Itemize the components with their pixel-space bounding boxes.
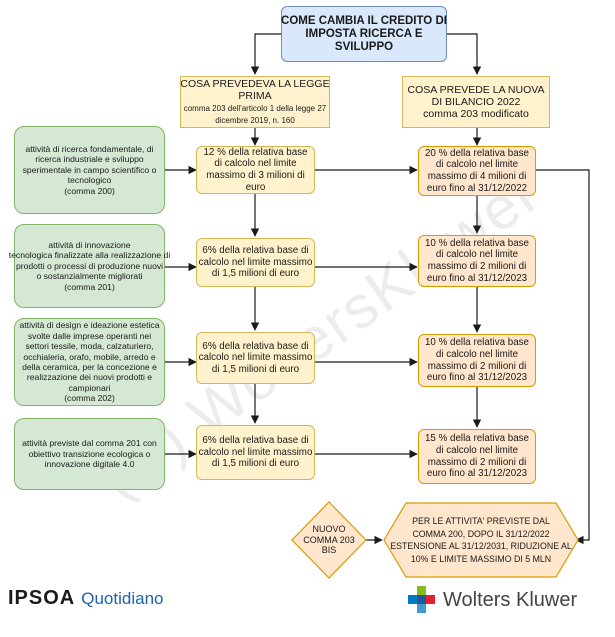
column-header-line: COSA PREVEDEVA LA LEGGE bbox=[180, 78, 330, 90]
nuovo-comma-diamond bbox=[291, 501, 367, 579]
old-rate-box-1: 12 % della relativa base di calcolo nel … bbox=[196, 146, 315, 194]
new-rate-line: massimo di 4 milioni di bbox=[427, 171, 527, 182]
wolters-kluwer-word: Wolters Kluwer bbox=[443, 588, 578, 611]
new-rate-box-4: 15 % della relativa base di calcolo nel … bbox=[418, 429, 536, 484]
final-note-line: PER LE ATTIVITA' PREVISTE DAL bbox=[412, 516, 550, 526]
old-rate-line: 6% della relativa base di bbox=[202, 245, 309, 257]
activity-line: occhialeria, orafo, mobile, arredo e bbox=[23, 351, 156, 362]
arrow-title-to-right-column bbox=[447, 33, 482, 75]
column-header-line: COSA PREVEDE LA NUOVA bbox=[407, 84, 545, 96]
activity-line: innovazione digitale 4.0 bbox=[44, 459, 135, 470]
column-header-note: dicembre 2019, n. 160 bbox=[215, 116, 295, 125]
activity-box-comma-201: attività di innovazione tecnologica fina… bbox=[9, 224, 170, 308]
new-rate-box-3: 10 % della relativa base di calcolo nel … bbox=[418, 334, 536, 387]
new-rate-line: massimo di 2 milioni di bbox=[427, 360, 527, 372]
activity-line: o sostanzialmente migliorati bbox=[36, 271, 143, 282]
new-rate-line: 10 % della relativa base bbox=[424, 337, 530, 349]
activity-line: tecnologico bbox=[67, 175, 112, 186]
new-rate-line: euro fino al 31/12/2023 bbox=[426, 372, 528, 384]
title-line: SVILUPPO bbox=[334, 40, 394, 53]
old-rate-line: di 1,5 milioni di euro bbox=[211, 458, 300, 470]
wolters-kluwer-mark-icon bbox=[408, 586, 435, 613]
arrow-title-to-left-column bbox=[250, 33, 281, 75]
old-rate-line: 6% della relativa base di bbox=[202, 340, 309, 352]
ipsoa-logo: IPSOA Quotidiano bbox=[8, 587, 163, 610]
activity-box-comma-202: attività di design e ideazione estetica … bbox=[14, 318, 165, 406]
old-rate-line: di 1,5 milioni di euro bbox=[211, 363, 300, 375]
new-rate-line: euro fino al 31/12/2023 bbox=[426, 272, 528, 284]
new-rate-line: 20 % della relativa base bbox=[424, 147, 530, 159]
old-rate-line: 12 % della relativa base bbox=[203, 146, 308, 158]
activity-line: della ceramica, per la concezione e bbox=[22, 362, 157, 372]
new-rate-line: 15 % della relativa base bbox=[424, 433, 530, 445]
activity-line: attività di ricerca fondamentale, di bbox=[25, 143, 154, 154]
new-rate-line: 10 % della relativa base bbox=[424, 237, 530, 249]
activity-box-comma-201-transizione: attività previste dal comma 201 con obie… bbox=[14, 418, 165, 490]
activity-line: (comma 200) bbox=[64, 185, 115, 196]
old-rate-line: 6% della relativa base di bbox=[202, 435, 309, 447]
activity-line: campionari bbox=[68, 382, 111, 393]
activity-line: attività previste dal comma 201 con bbox=[22, 438, 157, 449]
column-header-new: COSA PREVEDE LA NUOVA DI BILANCIO 2022 c… bbox=[402, 76, 550, 128]
old-rate-line: calcolo nel limite massimo bbox=[198, 352, 313, 364]
old-rate-line: di 1,5 milioni di euro bbox=[211, 268, 300, 280]
old-rate-line: calcolo nel limite massimo bbox=[198, 446, 313, 458]
new-rate-line: euro fino al 31/12/2022 bbox=[426, 182, 528, 194]
old-rate-box-2: 6% della relativa base di calcolo nel li… bbox=[196, 238, 315, 287]
nuovo-comma-line: BIS bbox=[321, 545, 337, 556]
old-rate-line: massimo di 3 milioni di bbox=[206, 170, 305, 181]
new-rate-line: euro fino al 31/12/2023 bbox=[426, 468, 528, 480]
new-rate-line: di calcolo nel limite bbox=[435, 444, 519, 456]
activity-line: settori tessile, moda, calzaturiero, bbox=[25, 341, 154, 352]
old-rate-line: calcolo nel limite massimo bbox=[198, 256, 313, 268]
activity-line: realizzazione dei nuovi prodotti e bbox=[26, 372, 153, 383]
old-rate-line: di calcolo nel limite bbox=[214, 158, 297, 170]
nuovo-comma-line: NUOVO bbox=[312, 524, 346, 535]
new-rate-box-1: 20 % della relativa base di calcolo nel … bbox=[418, 146, 536, 196]
activity-line: attività di design e ideazione estetica bbox=[19, 320, 160, 331]
old-rate-box-3: 6% della relativa base di calcolo nel li… bbox=[196, 332, 315, 384]
old-rate-line: euro bbox=[245, 181, 266, 193]
column-header-note: comma 203 dell'articolo 1 della legge 27 bbox=[183, 104, 327, 113]
final-note-hexagon bbox=[383, 502, 579, 578]
activity-line: prodotti o processi di produzione nuovi bbox=[15, 260, 164, 271]
activity-line: ricerca industriale e sviluppo bbox=[35, 154, 144, 165]
activity-line: (comma 202) bbox=[64, 393, 115, 404]
title-line: COME CAMBIA IL CREDITO DI bbox=[281, 14, 447, 27]
quotidiano-word: Quotidiano bbox=[81, 589, 164, 608]
activity-line: sperimentale in campo scientifico o bbox=[22, 164, 157, 175]
activity-line: tecnologica finalizzate alla realizzazio… bbox=[8, 250, 171, 261]
arrow-new-1-to-final-note bbox=[536, 169, 590, 545]
chart-title: COME CAMBIA IL CREDITO DI IMPOSTA RICERC… bbox=[281, 6, 447, 62]
final-note-line: ESTENSIONE AL 31/12/2031, RIDUZIONE AL bbox=[390, 541, 572, 551]
column-header-line: comma 203 modificato bbox=[423, 108, 529, 120]
wolters-kluwer-logo: Wolters Kluwer bbox=[407, 585, 577, 615]
activity-line: svolte dalle imprese operanti nei bbox=[27, 330, 152, 341]
activity-line: obiettivo transizione ecologica o bbox=[28, 448, 151, 459]
new-rate-line: di calcolo nel limite bbox=[435, 249, 519, 261]
activity-line: attività di innovazione bbox=[48, 239, 131, 250]
column-header-line: PRIMA bbox=[238, 90, 272, 102]
activity-line: (comma 201) bbox=[64, 281, 115, 292]
new-rate-box-2: 10 % della relativa base di calcolo nel … bbox=[418, 235, 536, 287]
new-rate-line: massimo di 2 milioni di bbox=[427, 261, 527, 272]
nuovo-comma-label: NUOVO COMMA 203 BIS bbox=[300, 522, 358, 558]
final-note-line: 10% E LIMITE MASSIMO DI 5 MLN bbox=[410, 553, 552, 564]
ipsoa-word: IPSOA bbox=[8, 587, 76, 609]
new-rate-line: massimo di 2 milioni di bbox=[427, 456, 527, 468]
new-rate-line: di calcolo nel limite bbox=[435, 159, 519, 171]
new-rate-line: di calcolo nel limite bbox=[435, 348, 519, 360]
final-note-label: PER LE ATTIVITA' PREVISTE DAL COMMA 200,… bbox=[390, 510, 572, 570]
activity-box-comma-200: attività di ricerca fondamentale, di ric… bbox=[14, 126, 165, 214]
title-line: IMPOSTA RICERCA E bbox=[305, 27, 423, 40]
nuovo-comma-line: COMMA 203 bbox=[303, 534, 355, 545]
old-rate-box-4: 6% della relativa base di calcolo nel li… bbox=[196, 425, 315, 480]
final-note-line: COMMA 200, DOPO IL 31/12/2022 bbox=[412, 528, 550, 539]
column-header-before: COSA PREVEDEVA LA LEGGE PRIMA comma 203 … bbox=[180, 76, 330, 128]
column-header-line: DI BILANCIO 2022 bbox=[431, 96, 521, 108]
